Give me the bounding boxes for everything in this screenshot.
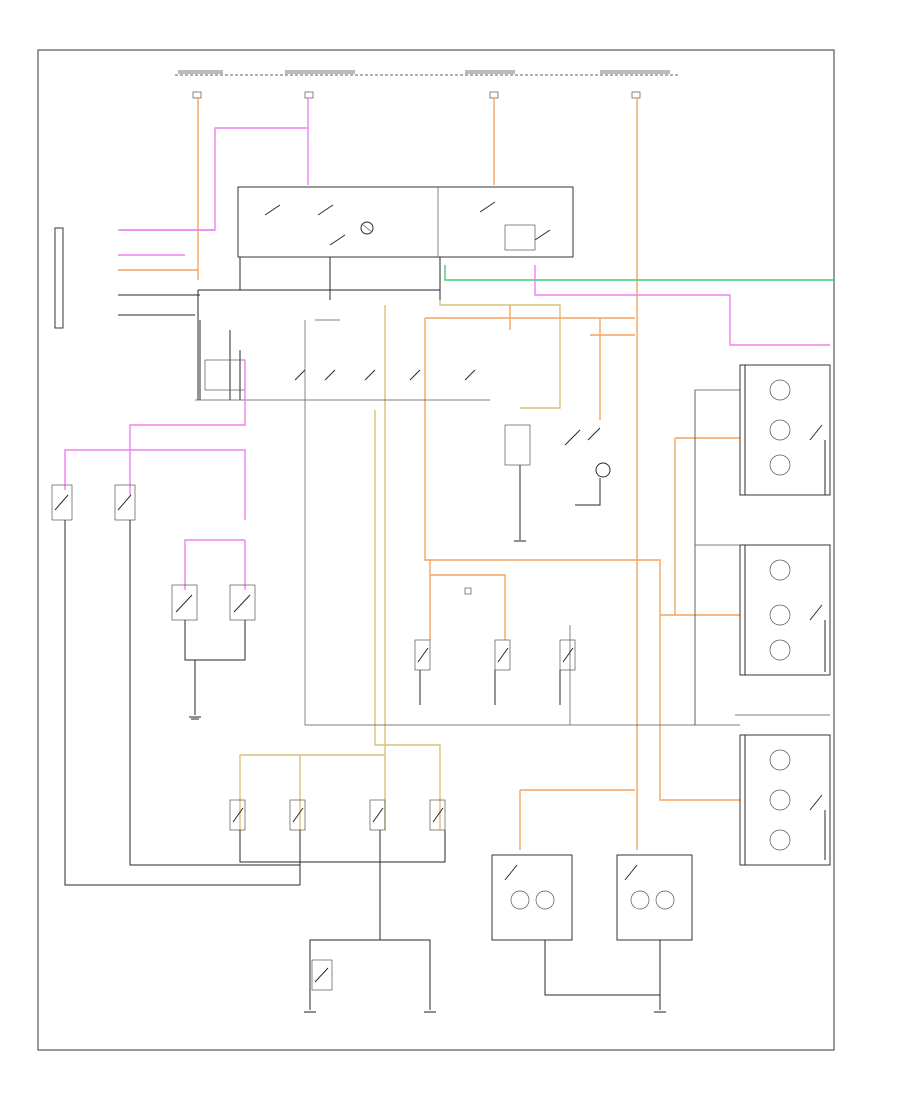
vanity-lamp-left (491, 854, 573, 941)
right-door-panel-3 (739, 734, 831, 866)
fuse-icons (192, 91, 641, 99)
bottom-courtesy-row (229, 799, 446, 900)
fuse-labels (178, 70, 670, 74)
lamp-icon (360, 221, 374, 235)
door-switch-icons-left (51, 484, 256, 621)
wire-tan (239, 300, 561, 830)
wire-green (444, 265, 835, 281)
wire-black-vanity (544, 940, 661, 1010)
wire-pink-left (64, 360, 246, 590)
diagram-frame (37, 49, 835, 1051)
dimmer-module (504, 224, 536, 251)
bottom-relay (311, 959, 333, 991)
wire-pink-fuse2 (120, 98, 309, 231)
wire-black-bottom (299, 875, 431, 1010)
wire-orange-mid (424, 305, 740, 850)
switch-icon (264, 201, 551, 246)
wire-pink-right (534, 265, 830, 346)
wire-gray-right (694, 390, 830, 726)
connector-pin-lines (118, 229, 215, 316)
left-connector (54, 227, 64, 329)
ground-icon (189, 716, 201, 720)
right-door-panel-1 (739, 364, 831, 496)
wire-black-left-returns (64, 520, 300, 886)
wire-black-trunk (197, 257, 441, 400)
mid-switch-row (204, 359, 476, 391)
vanity-lamp-right (616, 854, 693, 941)
headlamp-switch-box (237, 186, 574, 258)
right-door-panel-2 (739, 544, 831, 676)
center-relay (504, 424, 611, 540)
courtesy-lamp-row (414, 587, 576, 705)
